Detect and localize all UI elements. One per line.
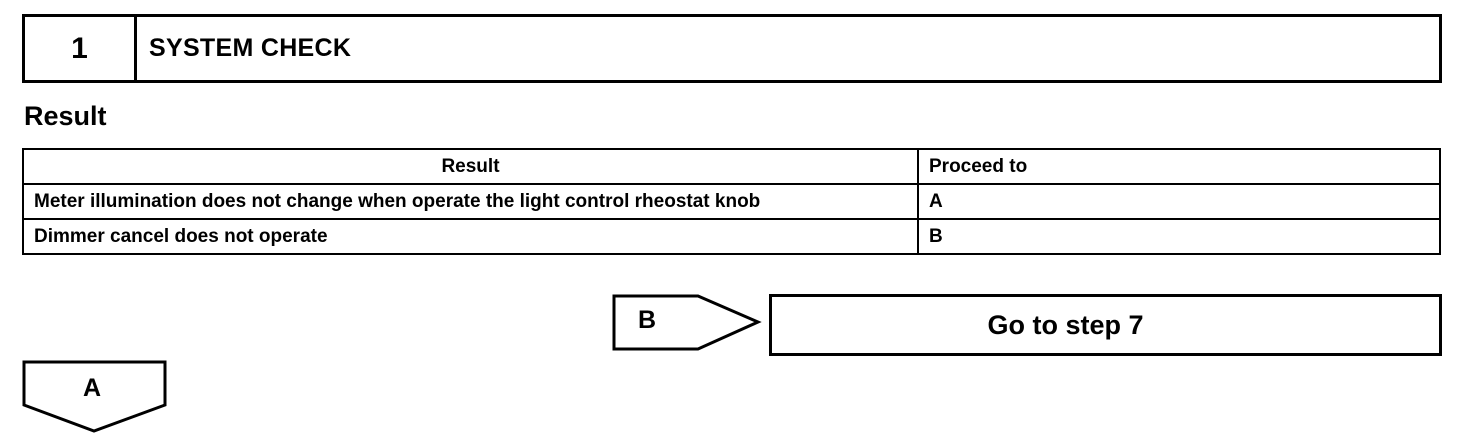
goto-step-box: Go to step 7 [769, 294, 1442, 356]
a-branch-label: A [83, 374, 102, 402]
b-arrow-shape [612, 294, 762, 351]
result-cell: Meter illumination does not change when … [22, 183, 919, 220]
proceed-cell: A [917, 183, 1441, 220]
goto-step-text: Go to step 7 [987, 309, 1144, 340]
table-row: Meter illumination does not change when … [22, 183, 1441, 220]
result-cell: Dimmer cancel does not operate [22, 218, 919, 255]
column-header-result: Result [22, 148, 919, 185]
step-title: SYSTEM CHECK [149, 34, 352, 62]
column-header-proceed: Proceed to [917, 148, 1441, 185]
a-arrow-shape [22, 360, 167, 433]
step-header: 1 SYSTEM CHECK [22, 14, 1442, 83]
table-row: Dimmer cancel does not operate B [22, 218, 1441, 255]
proceed-cell: B [917, 218, 1441, 255]
b-branch-label: B [638, 306, 657, 334]
section-title: Result [24, 101, 107, 131]
step-number: 1 [25, 17, 137, 80]
table-header-row: Result Proceed to [22, 148, 1441, 185]
result-table: Result Proceed to Meter illumination doe… [22, 148, 1441, 255]
